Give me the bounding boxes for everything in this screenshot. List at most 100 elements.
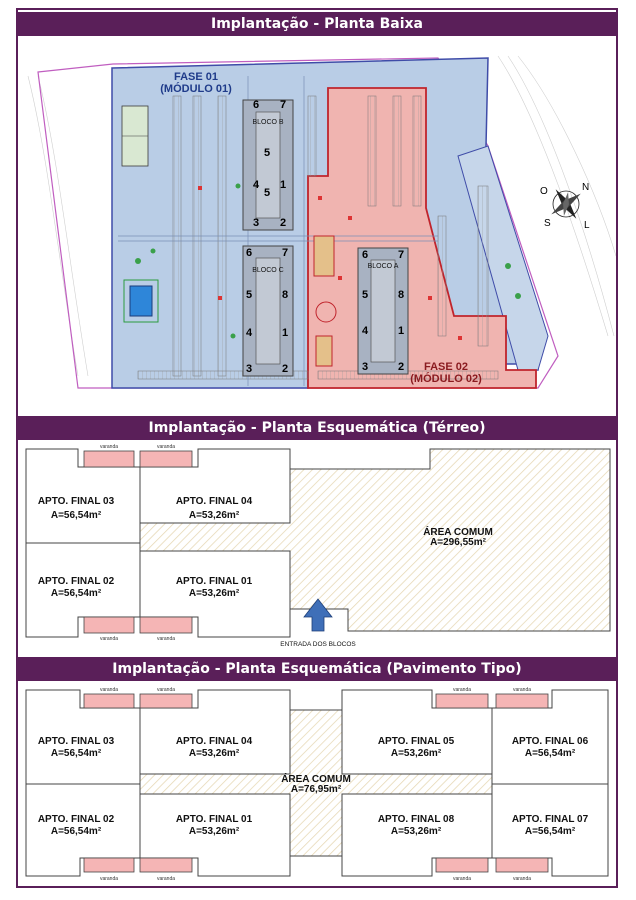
header-planta-baixa: Implantação - Planta Baixa: [16, 12, 618, 36]
terreo-varanda-label-01: varanda: [157, 636, 175, 642]
tipo-apt-01-name: APTO. FINAL 01: [176, 814, 253, 825]
svg-text:7: 7: [280, 99, 286, 111]
pool: [129, 285, 153, 317]
compass-s: S: [544, 218, 551, 229]
terreo-apt-02-area: A=56,54m²: [51, 588, 102, 599]
tipo-apt-03-area: A=56,54m²: [51, 748, 102, 759]
tipo-apt-07-name: APTO. FINAL 07: [512, 814, 589, 825]
tipo-varanda-02: [83, 857, 135, 873]
svg-text:7: 7: [398, 249, 404, 261]
bloco-c-building: 6 7 5 8 4 1 3 2: [242, 245, 294, 377]
tipo-common-area-value: A=76,95m²: [291, 784, 342, 795]
terreo-common-area-value: A=296,55m²: [430, 537, 487, 548]
tipo-apt-06-area: A=56,54m²: [525, 748, 576, 759]
modulo02-label: (MÓDULO 02): [410, 372, 482, 385]
tipo-apt-02: [25, 783, 141, 877]
compass-n: N: [582, 182, 589, 193]
bloco-a-label: BLOCO A: [368, 263, 399, 270]
terreo-panel: varanda varanda varanda varanda APTO. FI…: [18, 441, 616, 653]
bloco-a-building: 6 7 5 8 4 1 3 2: [357, 247, 409, 375]
compass-rose-icon: N S L O: [540, 182, 590, 231]
fase01-label: FASE 01: [174, 71, 218, 83]
tipo-apt-01-area: A=53,26m²: [189, 826, 240, 837]
site-plan-panel: 6 7 4 1 3 2 5 5 BLOCO B 6 7 5 8 4 1 3 2 …: [18, 36, 616, 412]
tipo-apt-05-name: APTO. FINAL 05: [378, 736, 455, 747]
terreo-varanda-03: [83, 450, 135, 468]
tipo-apt-04-name: APTO. FINAL 04: [176, 736, 253, 747]
fase02-label: FASE 02: [424, 361, 468, 373]
terreo-apt-01-area: A=53,26m²: [189, 588, 240, 599]
tipo-varanda-label-06: varanda: [513, 687, 531, 693]
svg-text:6: 6: [253, 99, 259, 111]
modulo01-label: (MÓDULO 01): [160, 82, 232, 95]
entrance-arrow-icon: [303, 598, 333, 632]
site-plan-drawing: 6 7 4 1 3 2 5 5 BLOCO B 6 7 5 8 4 1 3 2 …: [18, 36, 616, 412]
svg-text:1: 1: [398, 325, 404, 337]
terreo-apt-03-area: A=56,54m²: [51, 510, 102, 521]
tipo-apt-06-name: APTO. FINAL 06: [512, 736, 589, 747]
svg-text:3: 3: [362, 361, 368, 373]
terreo-drawing: varanda varanda varanda varanda APTO. FI…: [18, 441, 616, 653]
svg-text:2: 2: [280, 217, 286, 229]
tipo-apt-04-area: A=53,26m²: [189, 748, 240, 759]
compass-l: L: [584, 220, 590, 231]
leisure-area: [313, 235, 337, 367]
tipo-apt-08-area: A=53,26m²: [391, 826, 442, 837]
tipo-varanda-01: [139, 857, 193, 873]
svg-text:4: 4: [362, 325, 369, 337]
entrance-label: ENTRADA DOS BLOCOS: [280, 641, 356, 648]
bloco-c-label: BLOCO C: [252, 267, 284, 274]
svg-text:1: 1: [282, 327, 288, 339]
terreo-apt-04-name: APTO. FINAL 04: [176, 496, 253, 507]
terreo-varanda-label-03: varanda: [100, 444, 118, 450]
tipo-varanda-label-01: varanda: [157, 876, 175, 882]
tipo-varanda-label-02: varanda: [100, 876, 118, 882]
svg-text:5: 5: [362, 289, 368, 301]
tipo-apt-05-area: A=53,26m²: [391, 748, 442, 759]
tipo-panel: varanda varanda varanda varanda varanda …: [18, 682, 616, 884]
terreo-varanda-label-04: varanda: [157, 444, 175, 450]
svg-text:2: 2: [398, 361, 404, 373]
tipo-varanda-05: [435, 693, 489, 709]
svg-text:5: 5: [264, 147, 270, 159]
terreo-apt-04: [139, 448, 291, 524]
header-planta-tipo: Implantação - Planta Esquemática (Pavime…: [16, 657, 618, 681]
terreo-apt-02: [25, 542, 141, 638]
tipo-apt-02-area: A=56,54m²: [51, 826, 102, 837]
svg-text:3: 3: [246, 363, 252, 375]
tipo-varanda-label-07: varanda: [513, 876, 531, 882]
svg-text:5: 5: [246, 289, 252, 301]
svg-text:8: 8: [282, 289, 288, 301]
tipo-apt-04: [139, 689, 291, 775]
tipo-apt-07-area: A=56,54m²: [525, 826, 576, 837]
compass-o: O: [540, 186, 548, 197]
tipo-drawing: varanda varanda varanda varanda varanda …: [18, 682, 616, 884]
svg-text:5: 5: [264, 187, 270, 199]
tipo-varanda-label-03: varanda: [100, 687, 118, 693]
svg-text:6: 6: [362, 249, 368, 261]
tipo-apt-02-name: APTO. FINAL 02: [38, 814, 115, 825]
svg-text:4: 4: [253, 179, 260, 191]
terreo-varanda-02: [83, 616, 135, 634]
bloco-b-building: 6 7 4 1 3 2 5 5: [242, 99, 294, 231]
tipo-varanda-label-05: varanda: [453, 687, 471, 693]
tipo-varanda-04: [139, 693, 193, 709]
svg-text:6: 6: [246, 247, 252, 259]
svg-text:7: 7: [282, 247, 288, 259]
terreo-apt-02-name: APTO. FINAL 02: [38, 576, 115, 587]
svg-text:8: 8: [398, 289, 404, 301]
terreo-varanda-04: [139, 450, 193, 468]
tipo-common-name: ÁREA COMUM: [281, 772, 351, 785]
svg-text:1: 1: [280, 179, 286, 191]
svg-text:2: 2: [282, 363, 288, 375]
tipo-varanda-03: [83, 693, 135, 709]
tipo-varanda-07: [495, 857, 549, 873]
svg-text:4: 4: [246, 327, 253, 339]
tipo-varanda-06: [495, 693, 549, 709]
terreo-varanda-label-02: varanda: [100, 636, 118, 642]
terreo-common-name: ÁREA COMUM: [423, 525, 493, 538]
tipo-apt-08-name: APTO. FINAL 08: [378, 814, 455, 825]
tipo-varanda-08: [435, 857, 489, 873]
tipo-apt-07: [491, 783, 609, 877]
tipo-varanda-label-04: varanda: [157, 687, 175, 693]
